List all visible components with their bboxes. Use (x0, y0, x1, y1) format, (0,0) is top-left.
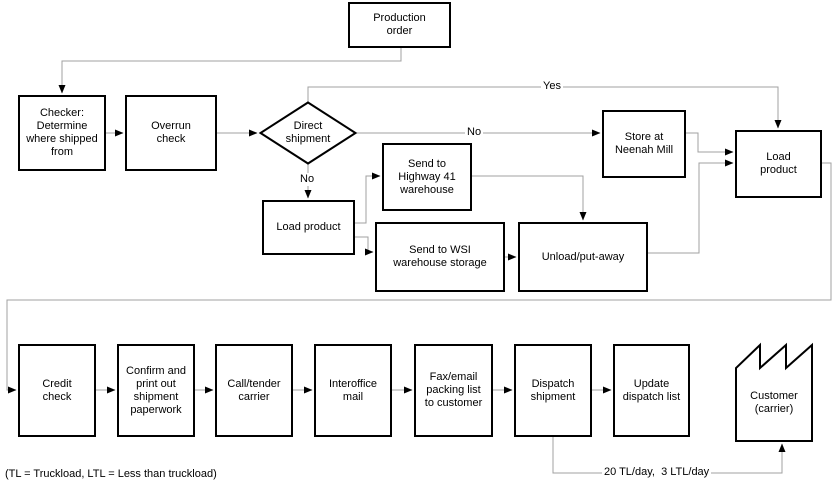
node-call-tender-carrier: Call/tender carrier (215, 344, 293, 437)
node-interoffice-mail: Interoffice mail (314, 344, 392, 437)
edge-store-to-load-right (686, 132, 734, 156)
edge-yes-to-load-product (307, 86, 782, 129)
node-send-to-highway41-warehouse: Send to Highway 41 warehouse (382, 143, 472, 211)
edge-load-left-to-wsi (355, 236, 374, 256)
node-overrun-check: Overrun check (125, 95, 217, 171)
node-confirm-paperwork: Confirm and print out shipment paperwork (117, 344, 195, 437)
node-production-order: Production order (348, 2, 451, 48)
node-customer-carrier-label: Customer (carrier) (750, 390, 798, 415)
edge-label-yes: Yes (541, 80, 563, 93)
footnote-truckload-legend: (TL = Truckload, LTL = Less than trucklo… (5, 468, 217, 480)
node-load-product-right: Load product (735, 130, 822, 198)
node-dispatch-shipment: Dispatch shipment (514, 344, 592, 437)
edge-production-to-checker (58, 48, 402, 94)
node-fax-email-packing-list: Fax/email packing list to customer (414, 344, 493, 437)
edge-label-rate: 20 TL/day, 3 LTL/day (602, 466, 712, 479)
node-load-product-left: Load product (262, 200, 355, 255)
edge-label-no-load: No (298, 173, 317, 186)
node-send-to-wsi-warehouse: Send to WSI warehouse storage (375, 222, 505, 292)
edge-load-right-to-credit (6, 162, 832, 394)
edge-load-left-to-highway41 (355, 172, 381, 224)
edge-label-no-store: No (465, 126, 484, 139)
edge-unload-to-load-right (648, 159, 734, 254)
edge-highway41-to-unload (472, 175, 587, 221)
node-direct-shipment-label: Direct shipment (285, 120, 331, 145)
decision-diamond-shape (258, 101, 358, 165)
customer-factory-shape (735, 342, 813, 442)
node-update-dispatch-list: Update dispatch list (613, 344, 690, 437)
node-credit-check: Credit check (18, 344, 96, 437)
node-store-at-neenah-mill: Store at Neenah Mill (602, 110, 686, 178)
node-unload-put-away: Unload/put-away (518, 222, 648, 292)
node-checker: Checker: Determine where shipped from (18, 95, 106, 171)
